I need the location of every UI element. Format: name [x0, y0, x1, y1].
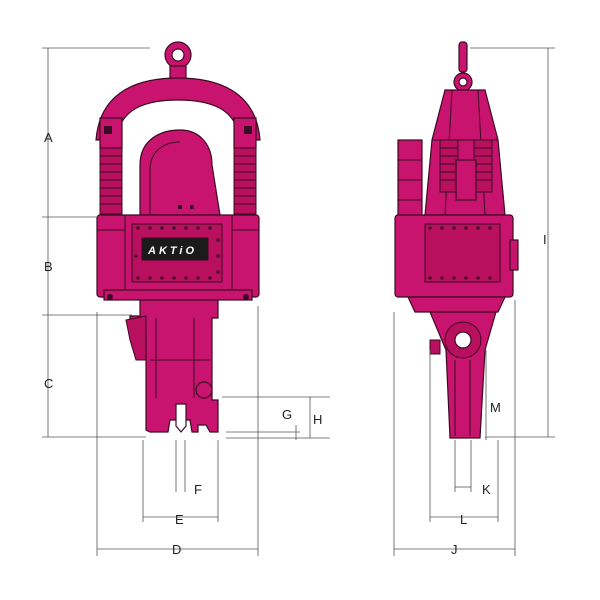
dim-label-k: K [482, 482, 491, 497]
side-motor-block [397, 139, 423, 223]
aktio-logo-text: AKTiO [147, 245, 197, 257]
dimension-lines [42, 47, 555, 556]
dim-label-f: F [194, 482, 202, 497]
front-gearbox: AKTiO [96, 214, 260, 301]
dimension-label-group: A B C D E F G H I J K L M [44, 130, 547, 557]
front-left-spring [99, 147, 123, 215]
dim-label-m: M [490, 400, 501, 415]
front-yoke-arch [95, 77, 261, 149]
front-lifting-eye [164, 41, 192, 81]
front-view: AKTiO [95, 41, 261, 433]
dim-label-a: A [44, 130, 53, 145]
dim-label-e: E [175, 512, 184, 527]
dim-label-c: C [44, 376, 53, 391]
side-view [394, 41, 519, 439]
front-bolt-row [134, 226, 220, 280]
side-lifting-rod [453, 41, 473, 92]
dim-label-j: J [451, 542, 458, 557]
aktio-logo: AKTiO [141, 237, 209, 261]
dim-label-g: G [282, 407, 292, 422]
front-right-spring [233, 147, 257, 215]
front-clamp [125, 299, 219, 433]
dim-label-b: B [44, 259, 53, 274]
front-motor-housing [139, 129, 221, 216]
side-upper-frame [424, 89, 506, 216]
dim-label-l: L [460, 512, 467, 527]
side-clamp [429, 311, 497, 439]
side-gearbox [394, 214, 519, 313]
dim-label-h: H [313, 412, 322, 427]
dim-label-d: D [172, 542, 181, 557]
dim-label-i: I [543, 232, 547, 247]
